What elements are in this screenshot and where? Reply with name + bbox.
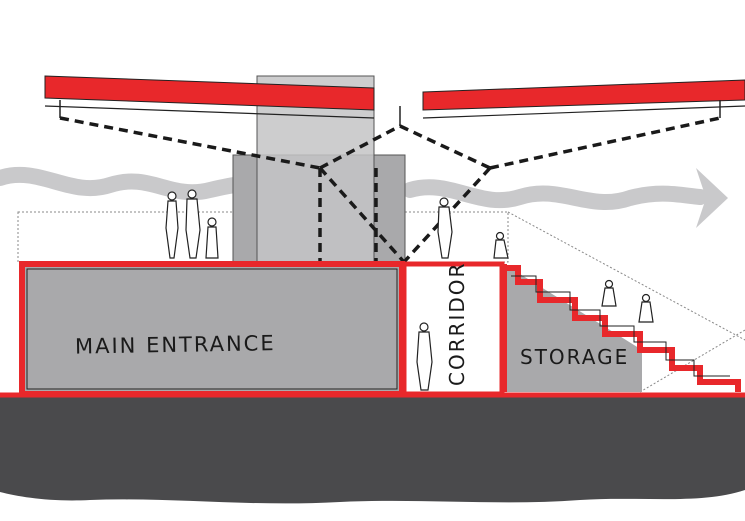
main-entrance-label: MAIN ENTRANCE [75, 331, 276, 358]
person-figure-icon [416, 197, 654, 391]
storage-stairs [501, 264, 741, 392]
storage-label: STORAGE [520, 345, 629, 369]
person-figure-icon [165, 189, 219, 259]
corridor-label: CORRIDOR [445, 262, 469, 386]
roof-canopy [44, 75, 745, 126]
main-entrance-room [19, 261, 405, 397]
ground [0, 395, 745, 504]
